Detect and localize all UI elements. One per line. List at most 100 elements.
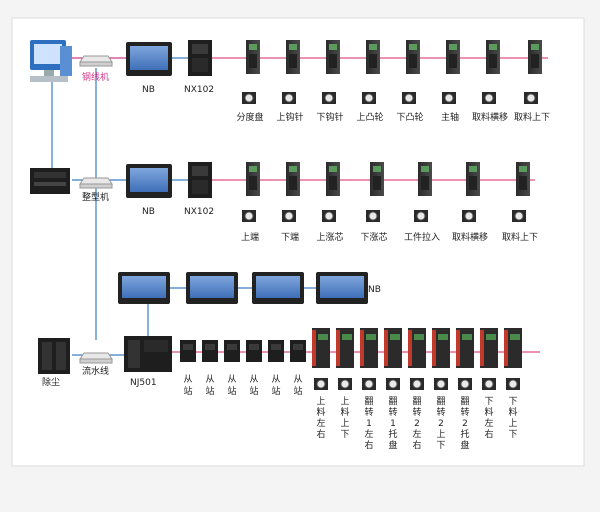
slave-label: 站 (183, 385, 192, 397)
slave-label: 站 (249, 385, 258, 397)
servo-motor-icon (482, 92, 496, 104)
servo-drive-row2 (326, 162, 340, 196)
nj501-controller (124, 336, 172, 372)
row1-drives: 分度盘上钩针下钩针上凸轮下凸轮主轴取料横移取料上下 (236, 40, 550, 123)
servo-motor-icon (314, 378, 328, 390)
drive-label-row4: 上 (340, 396, 349, 407)
servo-drive-row1 (406, 40, 420, 74)
slave-label: 从 (205, 374, 214, 385)
servo-drive-row4 (480, 328, 498, 368)
drive-label-row4: 转 (436, 406, 445, 418)
network-switch-icon (79, 55, 113, 67)
slave-station-icon (246, 340, 262, 362)
drive-label-row4: 2 (414, 419, 420, 429)
servo-drive-row2 (246, 162, 260, 196)
nj501-label: NJ501 (130, 378, 157, 388)
drive-label-row4: 料 (316, 406, 325, 418)
machine-label: 整型机 (82, 191, 109, 203)
servo-drive-row2 (370, 162, 384, 196)
nb-label-row3: NB (368, 285, 381, 295)
slave-label: 站 (293, 385, 302, 397)
nx102-controller-row2 (188, 162, 212, 198)
drive-label-row4: 托 (460, 428, 469, 440)
servo-drive-row4 (408, 328, 426, 368)
nb-screen-row1 (126, 42, 172, 76)
drive-label-row4: 翻 (460, 396, 469, 407)
servo-motor-icon (402, 92, 416, 104)
machine-controller-icon (30, 168, 70, 194)
drive-label-row4: 转 (460, 406, 469, 418)
servo-drive-row4 (504, 328, 522, 368)
drive-label-row1: 取料上下 (514, 111, 550, 123)
nb-screen-icon (186, 272, 238, 304)
drive-label-row4: 托 (388, 428, 397, 440)
drive-label-row4: 料 (508, 406, 517, 418)
servo-drive-row4 (336, 328, 354, 368)
slave-label: 站 (271, 385, 280, 397)
servo-motor-icon (524, 92, 538, 104)
row2-drives: 上端 下端 上涨芯 下涨芯 工件拉入取料横移 取料上下 (241, 162, 538, 243)
nx102-controller-row1 (188, 40, 212, 76)
nb-screen-row2 (126, 164, 172, 198)
drive-label-row4: 上 (436, 429, 445, 440)
drive-label-row1: 分度盘 (236, 111, 263, 123)
servo-motor-icon (338, 378, 352, 390)
nb-screen-icon (252, 272, 304, 304)
slave-label: 从 (293, 374, 302, 385)
drive-label-row2: 下端 (281, 231, 299, 243)
network-switch-icon (79, 177, 113, 189)
drive-label-row2: 上涨芯 (316, 231, 343, 243)
drive-label-row1: 取料横移 (472, 111, 508, 123)
drive-label-row2: 下涨芯 (360, 231, 387, 243)
drive-label-row4: 右 (412, 439, 421, 451)
servo-motor-icon (442, 92, 456, 104)
nb-label-row2: NB (142, 207, 155, 217)
drive-label-row2: 取料上下 (502, 231, 538, 243)
drive-label-row2: 工件拉入 (404, 231, 440, 243)
servo-motor-icon (386, 378, 400, 390)
servo-motor-icon (506, 378, 520, 390)
drive-label-row4: 下 (484, 397, 493, 407)
drive-label-row4: 料 (340, 406, 349, 418)
slave-label: 从 (183, 374, 192, 385)
servo-drive-row2 (286, 162, 300, 196)
servo-drive-row4 (432, 328, 450, 368)
servo-drive-row1 (486, 40, 500, 74)
servo-motor-icon (322, 210, 336, 222)
conveyor-label: 流水线 (82, 365, 109, 377)
nx102-label-row2: NX102 (184, 207, 214, 217)
drive-label-row4: 1 (366, 419, 372, 429)
drive-label-row4: 转 (364, 406, 373, 418)
servo-motor-icon (362, 378, 376, 390)
drive-label-row1: 下钩针 (316, 111, 343, 123)
slave-label: 从 (227, 374, 236, 385)
slave-label: 站 (205, 385, 214, 397)
slave-label: 从 (271, 374, 280, 385)
slave-station-icon (290, 340, 306, 362)
drive-label-row4: 料 (484, 406, 493, 418)
servo-motor-icon (242, 210, 256, 222)
drive-label-row2: 取料横移 (452, 231, 488, 243)
servo-drive-row1 (326, 40, 340, 74)
drive-label-row1: 上凸轮 (356, 111, 383, 123)
drive-label-row2: 上端 (241, 231, 259, 243)
slave-station-icon (268, 340, 284, 362)
servo-motor-icon (482, 378, 496, 390)
drive-label-row4: 左 (364, 428, 373, 440)
servo-drive-row1 (246, 40, 260, 74)
drive-label-row4: 右 (364, 439, 373, 451)
computer-icon (30, 40, 72, 82)
drive-label-row1: 下凸轮 (396, 111, 423, 123)
drive-label-row4: 转 (388, 406, 397, 418)
servo-motor-icon (512, 210, 526, 222)
drive-label-row4: 下 (508, 430, 517, 440)
servo-drive-row1 (528, 40, 542, 74)
servo-drive-row1 (446, 40, 460, 74)
drive-label-row4: 盘 (460, 439, 469, 451)
slave-label: 从 (249, 374, 258, 385)
servo-motor-icon (362, 92, 376, 104)
dust-controller-icon (38, 338, 70, 374)
drive-label-row4: 2 (438, 419, 444, 429)
servo-motor-icon (462, 210, 476, 222)
